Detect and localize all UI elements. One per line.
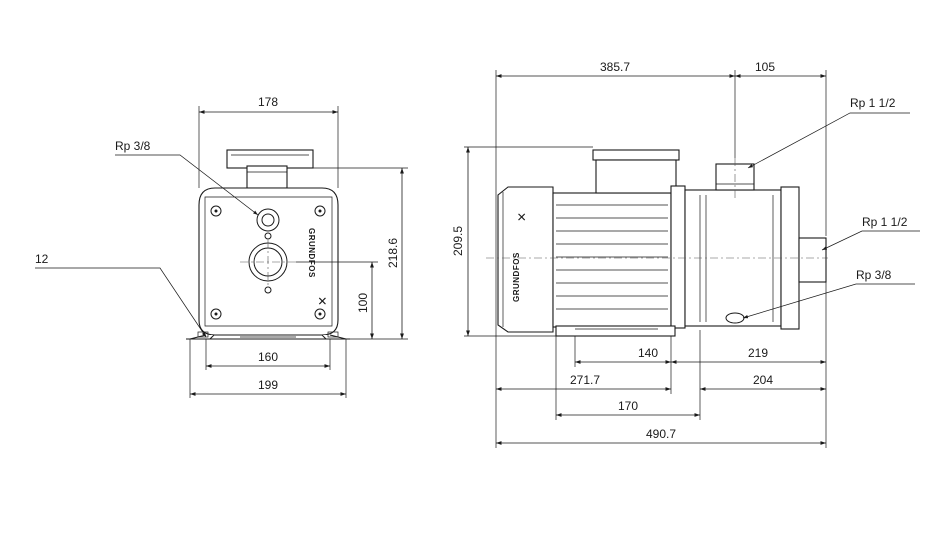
dim-160: 160: [258, 350, 278, 364]
side-base: [555, 325, 676, 337]
pump-front-housing: [198, 187, 339, 336]
dim-218-6: 218.6: [386, 238, 400, 268]
side-view: GRUNDFOS ✕ 385.7 105 Rp 1 1/2: [451, 60, 920, 448]
side-logo-x-icon: ✕: [515, 212, 529, 222]
dim-199: 199: [258, 378, 278, 392]
priming-port-icon: [256, 208, 280, 232]
dim-170: 170: [618, 399, 638, 413]
inlet-port-icon: [798, 237, 827, 283]
side-logo: GRUNDFOS: [512, 252, 521, 302]
dim-209-5: 209.5: [451, 226, 465, 256]
dim-100: 100: [356, 293, 370, 313]
cooling-fins: [556, 204, 668, 310]
motor-end-cover: [497, 186, 554, 333]
label-rp-1-1-2-inlet: Rp 1 1/2: [862, 215, 908, 229]
dim-385-7: 385.7: [600, 60, 630, 74]
terminal-box-lid: [226, 149, 314, 169]
label-rp-3-8-front: Rp 3/8: [115, 139, 151, 153]
side-terminal-box: [595, 159, 677, 194]
logo-x-icon: ✕: [315, 296, 329, 306]
dim-219: 219: [748, 346, 768, 360]
dim-204: 204: [753, 373, 773, 387]
label-rp-3-8-side: Rp 3/8: [856, 268, 892, 282]
motor-body: [552, 192, 672, 328]
label-rp-1-1-2-outlet: Rp 1 1/2: [850, 96, 896, 110]
pump-flange: [670, 185, 686, 329]
terminal-box-neck: [246, 165, 288, 189]
dim-140: 140: [638, 346, 658, 360]
side-terminal-lid: [592, 149, 680, 161]
label-12: 12: [35, 252, 49, 266]
dim-490-7: 490.7: [646, 427, 676, 441]
bolt-icons: [210, 205, 326, 320]
dim-178: 178: [258, 95, 278, 109]
dim-105: 105: [755, 60, 775, 74]
front-logo: GRUNDFOS: [307, 228, 316, 278]
front-view: GRUNDFOS ✕ 178 Rp 3/8 12 160 199: [35, 95, 408, 398]
dim-271-7: 271.7: [570, 373, 600, 387]
